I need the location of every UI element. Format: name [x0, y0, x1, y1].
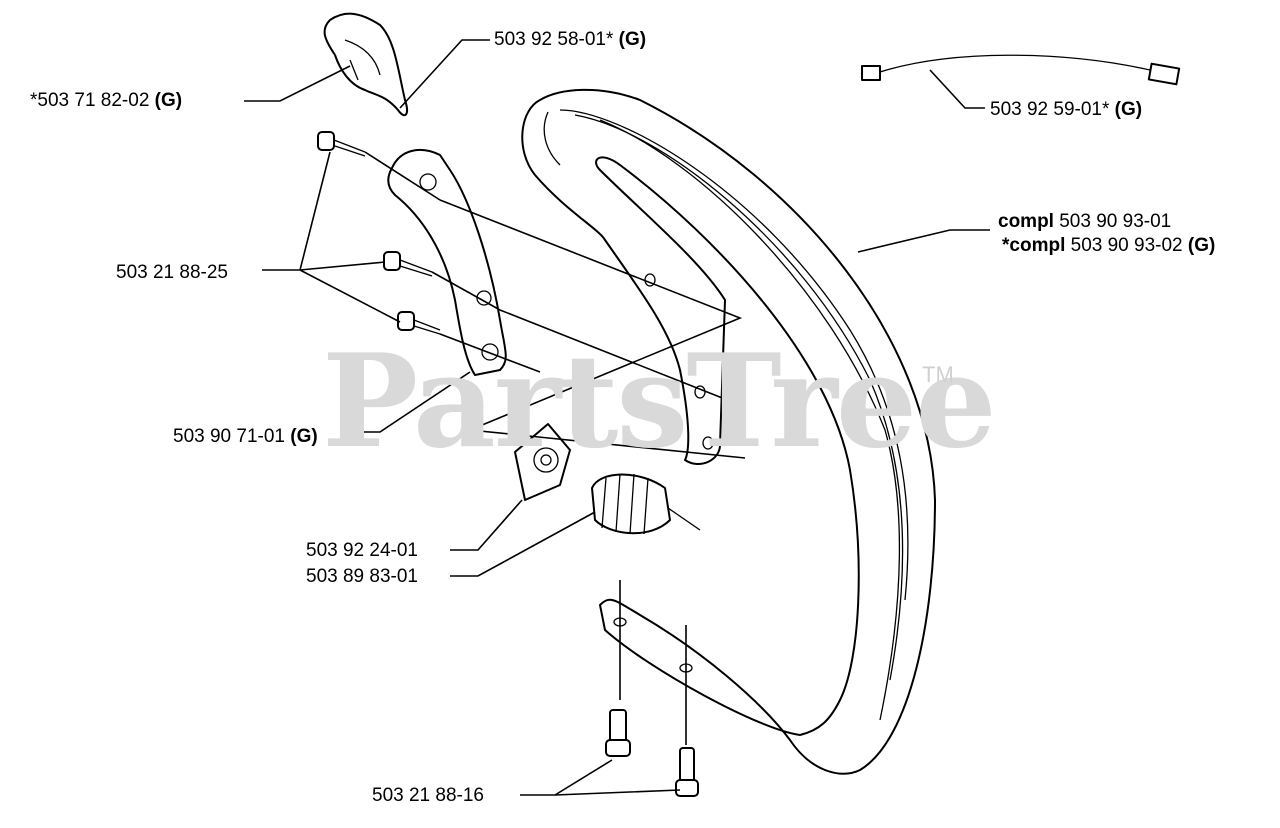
pad-part [514, 423, 571, 501]
screw-upper [317, 131, 366, 157]
label-spring-part[interactable]: 503 89 83-01 [306, 566, 418, 588]
assembly-lines [364, 151, 746, 745]
label-handle-compl-1[interactable]: compl 503 90 93-01 [998, 211, 1171, 233]
part-suffix: (G) [290, 426, 318, 447]
label-cable-part[interactable]: 503 92 59-01* (G) [990, 99, 1142, 121]
label-bracket-part[interactable]: 503 90 71-01 (G) [173, 426, 318, 448]
spring-part [591, 473, 701, 535]
label-screw-set-2[interactable]: 503 21 88-16 [372, 785, 484, 807]
label-screw-set-1[interactable]: 503 21 88-25 [116, 262, 228, 284]
part-suffix: (G) [1114, 99, 1143, 120]
cable-part [861, 54, 1181, 86]
part-suffix: (G) [1187, 235, 1216, 256]
part-number: 503 92 58-01* [494, 29, 614, 50]
part-number: 503 90 71-01 [173, 426, 285, 447]
watermark-trademark: TM [922, 362, 954, 387]
part-prefix: compl [998, 211, 1054, 232]
bracket-part [387, 148, 507, 376]
part-number: 503 21 88-16 [372, 785, 484, 806]
label-handle-compl-2[interactable]: *compl 503 90 93-02 (G) [1002, 235, 1215, 257]
part-number: 503 21 88-25 [116, 262, 228, 283]
front-handle [521, 88, 936, 775]
part-number: *503 71 82-02 [30, 90, 150, 111]
part-suffix: (G) [154, 90, 183, 111]
watermark-text: PartsTree [322, 327, 997, 477]
leader-lines [244, 39, 990, 796]
label-pad-part[interactable]: 503 92 24-01 [306, 540, 418, 562]
screw-middle [383, 251, 433, 277]
part-number: 503 89 83-01 [306, 566, 418, 587]
part-number: 503 90 93-02 [1070, 235, 1183, 256]
screw-bottom-left [605, 709, 631, 757]
screw-lower [397, 311, 441, 335]
part-suffix: (G) [618, 29, 647, 50]
label-throttle-part[interactable]: 503 92 58-01* (G) [494, 29, 646, 51]
screw-bottom-right [675, 747, 699, 797]
part-number: 503 92 59-01* [990, 99, 1110, 120]
label-switch-part[interactable]: *503 71 82-02 (G) [30, 90, 182, 112]
part-number: 503 90 93-01 [1059, 211, 1172, 232]
part-number: 503 92 24-01 [306, 540, 418, 561]
throttle-trigger [323, 12, 408, 117]
part-prefix: *compl [1002, 235, 1066, 256]
